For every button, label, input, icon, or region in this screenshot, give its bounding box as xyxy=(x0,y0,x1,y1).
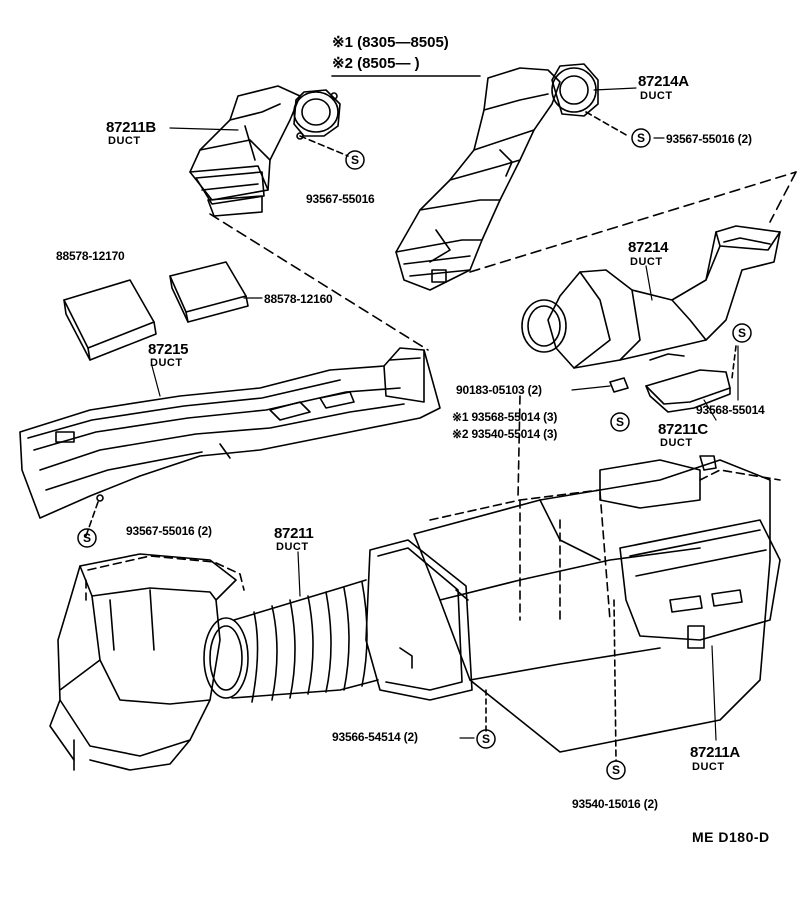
fastener-93540-55014-3: ※2 93540-55014 (3) xyxy=(452,427,558,441)
duct-87214a-drawing xyxy=(395,63,599,291)
screw-symbol-s: S xyxy=(612,763,620,777)
screw-symbol-s: S xyxy=(637,131,645,145)
screw-symbol-s: S xyxy=(482,732,490,746)
fastener-93567-55016-2-top: 93567-55016 (2) xyxy=(666,132,752,146)
part-number-87214a: 87214A xyxy=(638,73,689,90)
blower-hidden-lines xyxy=(429,395,781,621)
fastener-93567-55016: 93567-55016 xyxy=(306,192,375,206)
duct-87211-bellows-drawing xyxy=(203,539,473,703)
legend-line-1: ※1 (8305—8505) xyxy=(332,34,449,51)
screw-symbol-s: S xyxy=(738,326,746,340)
fastener-93566-54514-2: 93566-54514 (2) xyxy=(332,730,418,744)
filter-88578-12160-drawing xyxy=(169,261,249,323)
part-name-87211: DUCT xyxy=(276,541,309,553)
screw-symbol-s: S xyxy=(83,531,91,545)
leader-87215-screw xyxy=(85,501,99,537)
part-number-87211b: 87211B xyxy=(106,119,156,136)
part-number-87214: 87214 xyxy=(628,239,669,256)
diagram-code: ME D180-D xyxy=(692,829,770,845)
label-leader-lines xyxy=(151,87,739,741)
legend-line-2: ※2 (8505— ) xyxy=(332,55,420,72)
fastener-93567-55016-2-lower: 93567-55016 (2) xyxy=(126,524,212,538)
installation-guide-lines xyxy=(209,171,797,351)
part-name-87214: DUCT xyxy=(630,256,663,268)
fastener-88578-12160: 88578-12160 xyxy=(264,292,333,306)
duct-87214-drawing xyxy=(521,225,781,369)
part-number-87211: 87211 xyxy=(274,525,314,542)
fastener-90183-05103-2: 90183-05103 (2) xyxy=(456,383,542,397)
part-number-87211c: 87211C xyxy=(658,421,708,438)
fastener-93568-55014: 93568-55014 xyxy=(696,403,765,417)
blower-unit-drawing xyxy=(413,455,781,753)
screw-symbols xyxy=(77,128,752,780)
part-number-87215: 87215 xyxy=(148,341,189,358)
air-cleaner-hidden-lines xyxy=(85,555,245,601)
fastener-93568-55014-3: ※1 93568-55014 (3) xyxy=(452,410,558,424)
part-name-87211b: DUCT xyxy=(108,135,141,147)
part-name-87211a: DUCT xyxy=(692,761,725,773)
leader-87211b-screw xyxy=(299,135,349,157)
fastener-88578-12170: 88578-12170 xyxy=(56,249,125,263)
fastener-93540-15016-2: 93540-15016 (2) xyxy=(572,797,658,811)
leader-87211a-screw xyxy=(613,599,617,761)
part-name-87211c: DUCT xyxy=(660,437,693,449)
part-name-87215: DUCT xyxy=(150,357,183,369)
screw-symbol-s: S xyxy=(616,415,624,429)
part-number-87211a: 87211A xyxy=(690,744,740,761)
duct-87215-drawing xyxy=(19,347,441,519)
air-cleaner-drawing xyxy=(49,553,237,771)
duct-87211b-drawing xyxy=(189,85,341,217)
screw-symbol-s: S xyxy=(351,153,359,167)
part-name-87214a: DUCT xyxy=(640,90,673,102)
filter-88578-12170-drawing xyxy=(63,279,157,361)
duct-87211c-drawing xyxy=(609,345,737,413)
leader-87214a-screw xyxy=(585,111,629,137)
